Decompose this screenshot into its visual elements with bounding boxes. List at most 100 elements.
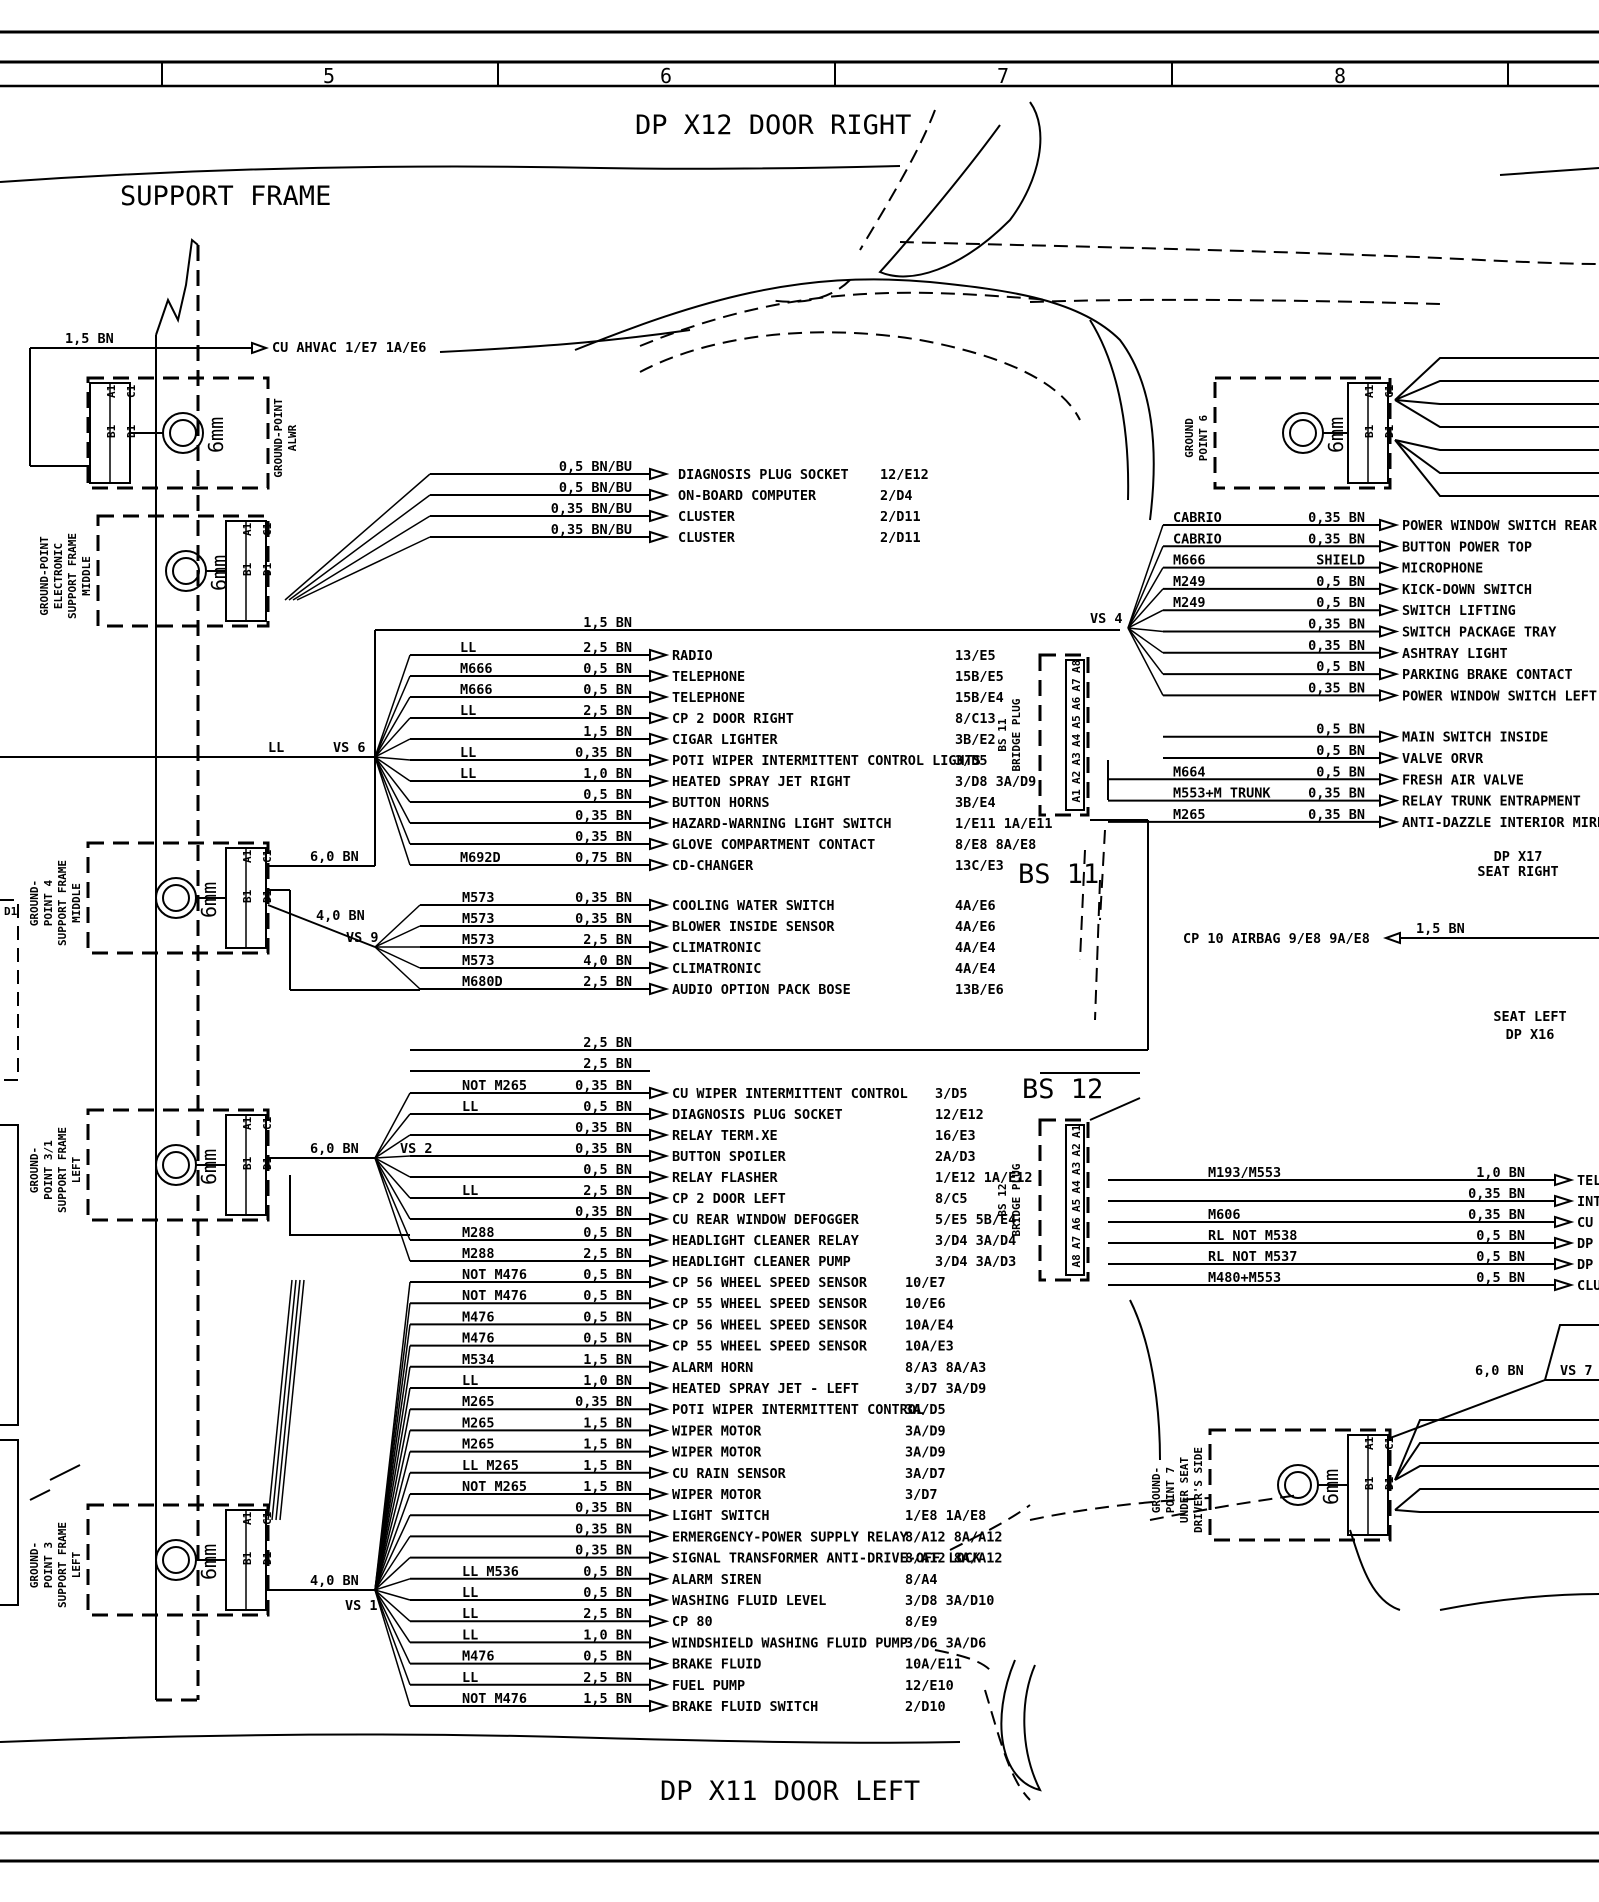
- gp-electronic-label-1: ELECTRONIC: [52, 543, 65, 609]
- vs9-code-1: M573: [462, 911, 495, 927]
- gp-4-label-3: MIDDLE: [70, 883, 83, 923]
- vs4-fan-6: [1127, 627, 1164, 654]
- vs6-dest-6: HEATED SPRAY JET RIGHT: [672, 774, 851, 790]
- vs6-gauge-2: 0,5 BN: [583, 682, 632, 698]
- vs9-gauge: 4,0 BN: [316, 908, 365, 924]
- bs12-plug-box: [1038, 1118, 1090, 1282]
- vs6-dest-9: GLOVE COMPARTMENT CONTACT: [672, 837, 875, 853]
- vs2-arrow-8: [649, 1254, 670, 1268]
- electronic-ref-0: 12/E12: [880, 467, 929, 483]
- vs4-code-12: M553+M TRUNK: [1173, 786, 1271, 802]
- vs1-code-7: M265: [462, 1415, 495, 1431]
- gp-alwr-pin-B1: B1: [105, 424, 118, 438]
- vs4-arrow-9: [1379, 730, 1400, 744]
- electronic-gauge-3: 0,35 BN/BU: [551, 522, 632, 538]
- vs2-gauge-5: 2,5 BN: [583, 1183, 632, 1199]
- gp-electronic-box: [96, 514, 270, 628]
- vs1-ref-8: 3A/D9: [905, 1445, 946, 1461]
- vs4-code-2: M666: [1173, 553, 1206, 569]
- gp-4-pin-C1: C1: [261, 849, 274, 863]
- vs2-fan-8: [374, 1157, 411, 1262]
- vs1-arrow-19: [649, 1678, 670, 1692]
- vs9-fan-4: [374, 946, 421, 990]
- vs4-gauge-3: 0,5 BN: [1316, 574, 1365, 590]
- vs4-dest-6: ASHTRAY LIGHT: [1402, 646, 1508, 662]
- vs2-arrow-7: [649, 1233, 670, 1247]
- vs1-arrow-4: [649, 1360, 670, 1374]
- gp-7-size: 6mm: [1319, 1469, 1343, 1505]
- electronic-gauge-1: 0,5 BN/BU: [559, 480, 632, 496]
- vs1-gauge-0: 0,5 BN: [583, 1267, 632, 1283]
- vs1-dest-2: CP 56 WHEEL SPEED SENSOR: [672, 1317, 868, 1333]
- vs6-code-5: LL: [460, 745, 476, 761]
- gp-3-pin-A1: A1: [241, 1511, 254, 1525]
- vs6-arrow-1: [649, 669, 670, 683]
- vs9-arrow-1: [649, 919, 670, 933]
- bs12-dest-5: CLU: [1577, 1278, 1599, 1294]
- gp-alwr-pin-C1: C1: [125, 384, 138, 398]
- top-wire-dest: CU AHVAC 1/E7 1A/E6: [272, 340, 426, 356]
- vs6-gauge-10: 0,75 BN: [575, 850, 632, 866]
- gp-3-1-label-0: GROUND-: [28, 1147, 41, 1193]
- seat-left-line2: DP X16: [1506, 1027, 1555, 1043]
- bs12-name: BS 12: [1022, 1074, 1103, 1105]
- gp-3-label-2: SUPPORT FRAME: [56, 1522, 69, 1608]
- vs6-ref-2: 15B/E4: [955, 690, 1004, 706]
- gp-3-1-pin-B1: B1: [241, 1156, 254, 1170]
- vs4-dest-13: ANTI-DAZZLE INTERIOR MIRR: [1402, 815, 1599, 831]
- gp-3-1-label-3: LEFT: [70, 1156, 83, 1183]
- gp-3-size: 6mm: [197, 1544, 221, 1580]
- vs6-ref-1: 15B/E5: [955, 669, 1004, 685]
- vs9-ref-1: 4A/E6: [955, 919, 996, 935]
- vs4-gauge-12: 0,35 BN: [1308, 786, 1365, 802]
- vs1-ref-20: 2/D10: [905, 1699, 946, 1715]
- vs6-arrow-6: [649, 774, 670, 788]
- vs6-arrow-5: [649, 753, 670, 767]
- vs2-gauge-1: 0,5 BN: [583, 1099, 632, 1115]
- vs1-label: VS 1: [345, 1598, 378, 1614]
- vs4-dest-4: SWITCH LIFTING: [1402, 603, 1516, 619]
- vs4-gauge-0: 0,35 BN: [1308, 510, 1365, 526]
- vs1-fan-12: [374, 1535, 411, 1591]
- gp6-wire-4: [1394, 439, 1599, 451]
- seat-labels: DP X17 SEAT RIGHT SEAT LEFT DP X16: [1477, 849, 1566, 1043]
- vs1-ref-1: 10/E6: [905, 1296, 946, 1312]
- vs6-arrow-3: [649, 711, 670, 725]
- vs1-fan-7: [374, 1430, 411, 1591]
- vs1-arrow-7: [649, 1424, 670, 1437]
- vs2-dest-4: RELAY FLASHER: [672, 1170, 779, 1186]
- gp-7-pin-B1: B1: [1363, 1476, 1376, 1490]
- vs2-gauge-6: 0,35 BN: [575, 1204, 632, 1220]
- vs2-code-5: LL: [462, 1183, 478, 1199]
- vs4-arrow-0: [1379, 518, 1400, 532]
- electronic-fan-1: [288, 494, 431, 601]
- vs1-ref-18: 10A/E11: [905, 1657, 962, 1673]
- electronic-dest-0: DIAGNOSIS PLUG SOCKET: [678, 467, 849, 483]
- vs2-gauge-8: 2,5 BN: [583, 1246, 632, 1262]
- vs4-arrow-2: [1379, 561, 1400, 574]
- vs4-label: VS 4: [1090, 611, 1123, 627]
- vs9-feed: [267, 904, 376, 948]
- door-left-label: DP X11 DOOR LEFT: [660, 1776, 920, 1807]
- vs6-ref-6: 3/D8 3A/D9: [955, 774, 1036, 790]
- vs4-dest-8: POWER WINDOW SWITCH LEFT: [1402, 688, 1597, 704]
- bs11-name: BS 11: [1018, 859, 1099, 890]
- vs1-gauge: 4,0 BN: [310, 1573, 359, 1589]
- vs1-fan-20: [374, 1589, 411, 1707]
- vs1-fan-14: [374, 1578, 411, 1591]
- vs6-code-6: LL: [460, 766, 476, 782]
- vs1-dest-8: WIPER MOTOR: [672, 1445, 762, 1461]
- vs4-fan-8: [1127, 627, 1164, 696]
- vs4-fan-7: [1127, 627, 1164, 675]
- vs1-gauge-4: 1,5 BN: [583, 1352, 632, 1368]
- vs6-fan-8: [374, 756, 411, 824]
- gp6-wire-1: [1394, 380, 1599, 401]
- vs2-gauge-2: 0,35 BN: [575, 1120, 632, 1136]
- vs9-arrow-3: [649, 961, 670, 975]
- vs1-code-10: NOT M265: [462, 1479, 527, 1495]
- electronic-fan-2: [292, 515, 431, 601]
- vs4-gauge-6: 0,35 BN: [1308, 638, 1365, 654]
- vs2-gauge-4: 0,5 BN: [583, 1162, 632, 1178]
- airbag-dest: CP 10 AIRBAG 9/E8 9A/E8: [1183, 931, 1370, 947]
